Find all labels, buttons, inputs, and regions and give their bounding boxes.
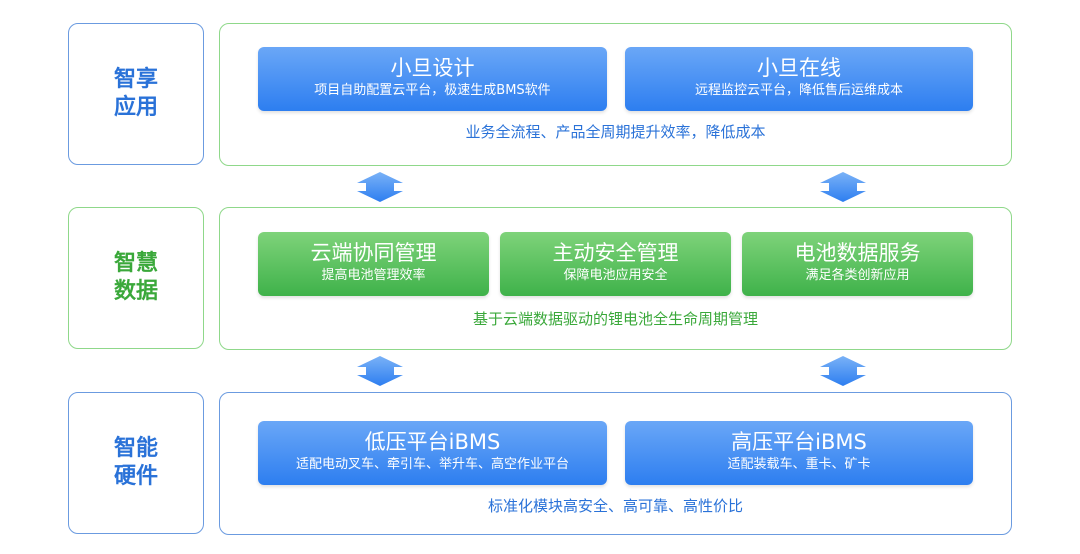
- card-battery-data: 电池数据服务满足各类创新应用: [742, 232, 973, 296]
- layer-caption: 标准化模块高安全、高可靠、高性价比: [487, 497, 743, 515]
- card-title: 高压平台iBMS: [731, 430, 867, 454]
- card-subtitle: 满足各类创新应用: [805, 268, 910, 283]
- card-subtitle: 保障电池应用安全: [563, 268, 668, 283]
- layer-panel-apps: 小旦设计项目自助配置云平台，极速生成BMS软件 小旦在线远程监控云平台，降低售后…: [219, 23, 1012, 166]
- double-arrow-icon: [357, 356, 403, 386]
- card-subtitle: 适配装载车、重卡、矿卡: [727, 457, 871, 472]
- card-safety-management: 主动安全管理保障电池应用安全: [500, 232, 731, 296]
- card-subtitle: 项目自助配置云平台，极速生成BMS软件: [314, 83, 551, 98]
- label-line: 数据: [113, 279, 158, 304]
- card-title: 小旦在线: [757, 56, 841, 80]
- layer-label-apps: 智享应用: [68, 23, 204, 165]
- label-line: 智能: [113, 436, 158, 461]
- double-arrow-icon: [820, 356, 866, 386]
- card-subtitle: 适配电动叉车、牵引车、举升车、高空作业平台: [295, 457, 569, 472]
- card-low-voltage: 低压平台iBMS 适配电动叉车、牵引车、举升车、高空作业平台: [258, 421, 607, 485]
- layer-caption: 业务全流程、产品全周期提升效率，降低成本: [465, 123, 766, 141]
- card-xiaodan-online: 小旦在线远程监控云平台，降低售后运维成本: [625, 47, 973, 111]
- double-arrow-icon: [357, 172, 403, 202]
- layer-label-data: 智慧数据: [68, 207, 204, 349]
- card-title: 电池数据服务: [794, 241, 921, 265]
- card-subtitle: 提高电池管理效率: [321, 268, 426, 283]
- label-line: 应用: [113, 95, 158, 120]
- card-high-voltage: 高压平台iBMS 适配装载车、重卡、矿卡: [625, 421, 973, 485]
- card-cloud-management: 云端协同管理提高电池管理效率: [258, 232, 489, 296]
- card-title: 云端协同管理: [310, 241, 437, 265]
- layer-label-hardware: 智能硬件: [68, 392, 204, 534]
- layer-caption: 基于云端数据驱动的锂电池全生命周期管理: [472, 310, 758, 328]
- label-line: 硬件: [113, 464, 158, 489]
- double-arrow-icon: [820, 172, 866, 202]
- card-xiaodan-design: 小旦设计项目自助配置云平台，极速生成BMS软件: [258, 47, 607, 111]
- card-title: 主动安全管理: [552, 241, 679, 265]
- card-subtitle: 远程监控云平台，降低售后运维成本: [694, 83, 903, 98]
- card-title: 低压平台iBMS: [364, 430, 501, 454]
- label-line: 智享: [113, 67, 158, 92]
- card-title: 小旦设计: [390, 56, 475, 80]
- layer-panel-data: 云端协同管理提高电池管理效率 主动安全管理保障电池应用安全 电池数据服务满足各类…: [219, 207, 1012, 350]
- layer-panel-hardware: 低压平台iBMS 适配电动叉车、牵引车、举升车、高空作业平台 高压平台iBMS 适配…: [219, 392, 1012, 535]
- label-line: 智慧: [113, 251, 158, 276]
